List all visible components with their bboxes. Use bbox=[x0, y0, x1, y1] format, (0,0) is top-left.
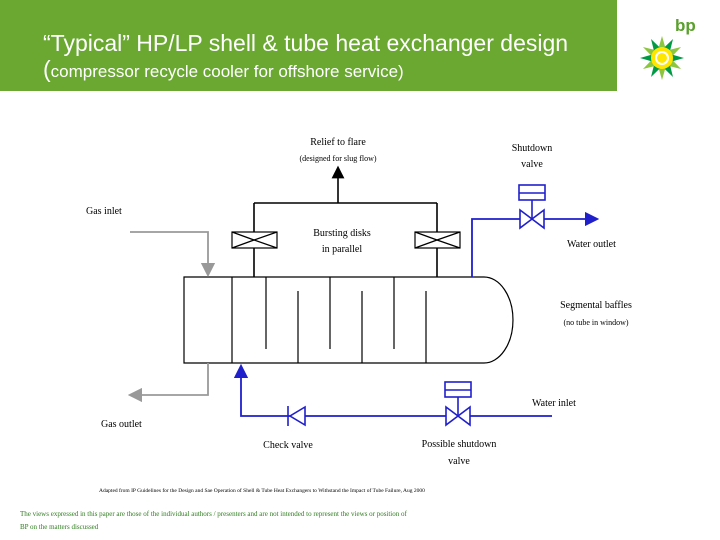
disclaimer: The views expressed in this paper are th… bbox=[20, 508, 407, 534]
exchanger-shell bbox=[183, 276, 514, 364]
shutdown-valve bbox=[518, 184, 546, 230]
possible-shutdown-valve bbox=[444, 381, 472, 427]
check-valve-label: Check valve bbox=[263, 440, 313, 451]
page-subtitle: (compressor recycle cooler for offshore … bbox=[43, 56, 404, 82]
baffles-note-label: (no tube in window) bbox=[563, 318, 629, 327]
title-banner bbox=[0, 0, 617, 91]
bursting-disks-label-line2: in parallel bbox=[321, 244, 363, 255]
shutdown-valve-label-line2: valve bbox=[521, 159, 543, 170]
gas-outlet-label: Gas outlet bbox=[101, 419, 142, 430]
gas-outlet-line bbox=[127, 363, 209, 403]
relief-piping bbox=[253, 165, 438, 277]
relief-to-flare-label: Relief to flare bbox=[310, 137, 366, 148]
shutdown-valve-label-line1: Shutdown bbox=[511, 143, 553, 154]
possible-shutdown-label-line2: valve bbox=[448, 456, 470, 467]
page-title: “Typical” HP/LP shell & tube heat exchan… bbox=[43, 30, 569, 56]
possible-shutdown-label-line1: Possible shutdown bbox=[421, 439, 497, 450]
segmental-baffles-label: Segmental baffles bbox=[560, 300, 632, 311]
gas-inlet-line bbox=[130, 231, 216, 278]
source-reference: Adapted from IP Guidelines for the Desig… bbox=[99, 488, 425, 494]
bursting-disk-left bbox=[231, 231, 278, 249]
water-inlet-label: Water inlet bbox=[532, 398, 576, 409]
disclaimer-line1: The views expressed in this paper are th… bbox=[20, 510, 407, 518]
water-outlet-label: Water outlet bbox=[567, 239, 616, 250]
bursting-disk-right bbox=[414, 231, 461, 249]
relief-note-label: (designed for slug flow) bbox=[299, 154, 377, 163]
bp-logo-icon bbox=[640, 36, 684, 80]
gas-inlet-label: Gas inlet bbox=[86, 206, 122, 217]
water-outlet-line bbox=[471, 211, 600, 277]
disclaimer-line2: BP on the matters discussed bbox=[20, 523, 99, 531]
check-valve bbox=[287, 405, 306, 427]
bp-logo-text: bp bbox=[675, 16, 696, 35]
bursting-disks-label-line1: Bursting disks bbox=[313, 228, 371, 239]
